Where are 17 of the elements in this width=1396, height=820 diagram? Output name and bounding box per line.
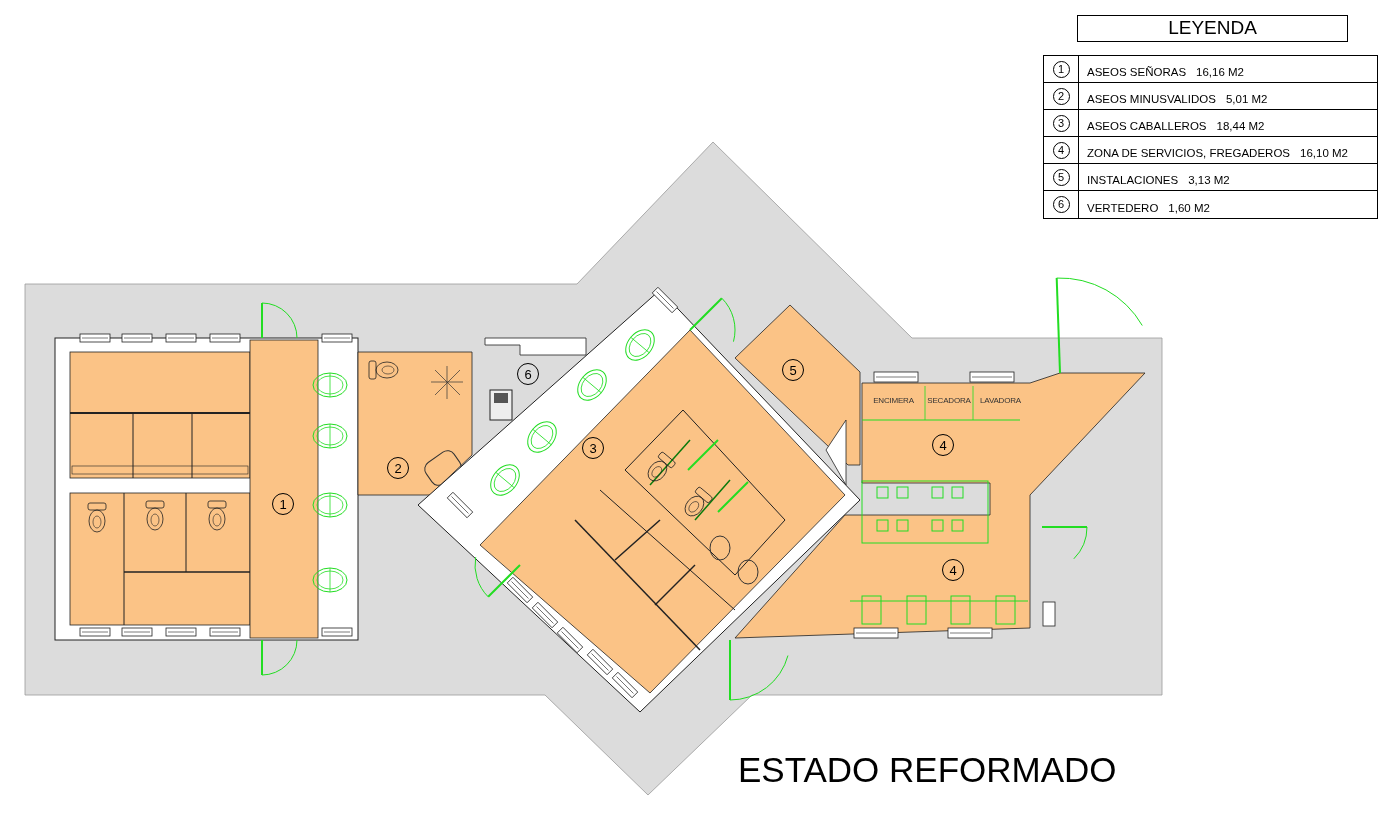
appliance-label: ENCIMERA	[872, 397, 915, 405]
legend-room-name: INSTALACIONES	[1087, 172, 1179, 187]
legend-area: 3,13 M2	[1188, 172, 1230, 187]
legend-title: LEYENDA	[1077, 15, 1348, 42]
plan-title: ESTADO REFORMADO	[738, 752, 1117, 787]
legend-room-name: ASEOS MINUSVALIDOS	[1087, 91, 1216, 106]
legend-room-name: ZONA DE SERVICIOS, FREGADEROS	[1087, 145, 1290, 160]
legend-area: 5,01 M2	[1225, 91, 1268, 106]
legend-area: 16,16 M2	[1196, 64, 1244, 79]
appliance-label: LAVADORA	[979, 397, 1022, 405]
legend-area: 16,10 M2	[1300, 145, 1348, 160]
legend-room-name: ASEOS CABALLEROS	[1087, 118, 1207, 133]
legend-room-name: ASEOS SEÑORAS	[1087, 64, 1187, 79]
appliance-label: SECADORA	[926, 397, 972, 405]
legend-room-name: VERTEDERO	[1087, 200, 1159, 215]
legend-area: 1,60 M2	[1168, 200, 1210, 215]
legend-area: 18,44 M2	[1216, 118, 1265, 133]
